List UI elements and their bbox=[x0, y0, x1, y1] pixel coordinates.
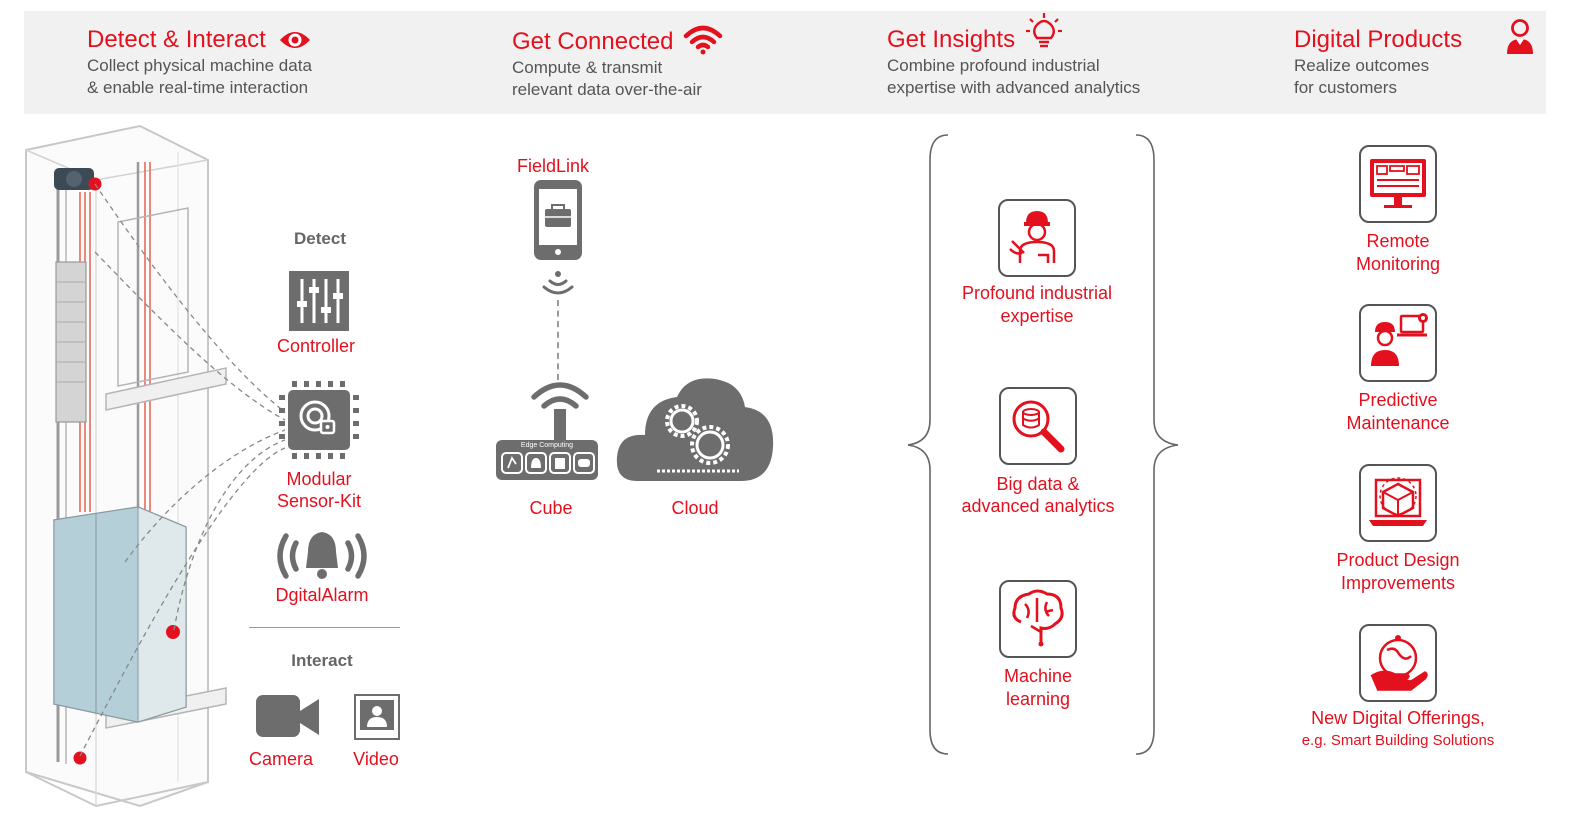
section-subtitle-detect-2: & enable real-time interaction bbox=[87, 78, 309, 97]
digital-offerings-label-2: e.g. Smart Building Solutions bbox=[1301, 732, 1495, 749]
predictive-maintenance-icon bbox=[1359, 304, 1437, 382]
section-title-get-connected: Get Connected bbox=[512, 28, 674, 55]
digital-alarm-label: DgitalAlarm bbox=[275, 585, 369, 605]
lightbulb-icon bbox=[1024, 12, 1064, 57]
eye-icon bbox=[278, 28, 312, 57]
header-band bbox=[24, 11, 1546, 114]
section-subtitle-products-1: Realize outcomes bbox=[1294, 56, 1430, 75]
product-design-label-1: Product Design bbox=[1336, 550, 1460, 570]
video-icon bbox=[354, 694, 400, 745]
section-title-get-insights: Get Insights bbox=[887, 26, 1016, 53]
section-subtitle-detect-1: Collect physical machine data bbox=[87, 56, 312, 75]
cube-wifi-icon bbox=[531, 379, 589, 446]
phone-cube-dashed-link bbox=[557, 300, 559, 380]
remote-monitoring-icon bbox=[1359, 145, 1437, 223]
big-data-label-1: Big data & bbox=[996, 474, 1080, 494]
fieldlink-label: FieldLink bbox=[516, 156, 590, 176]
big-data-label-2: advanced analytics bbox=[961, 496, 1115, 516]
big-data-magnifier-icon bbox=[999, 387, 1077, 465]
camera-icon bbox=[256, 693, 320, 746]
sensor-kit-label-2: Sensor-Kit bbox=[276, 491, 362, 511]
remote-monitoring-label-1: Remote bbox=[1366, 231, 1430, 251]
sensor-kit-label-1: Modular bbox=[286, 469, 352, 489]
section-subtitle-products-2: for customers bbox=[1294, 78, 1397, 97]
wifi-icon bbox=[683, 25, 723, 59]
interact-heading: Interact bbox=[291, 651, 353, 670]
machine-learning-label-2: learning bbox=[1005, 689, 1071, 709]
section-subtitle-connect-2: relevant data over-the-air bbox=[512, 80, 702, 99]
digital-offerings-hand-globe-icon bbox=[1359, 624, 1437, 702]
detect-interact-divider bbox=[249, 627, 400, 628]
cube-label: Cube bbox=[529, 498, 573, 518]
cube-device-text: Edge Computing bbox=[520, 442, 574, 449]
predictive-maintenance-label-2: Maintenance bbox=[1346, 413, 1450, 433]
machine-learning-label-1: Machine bbox=[1003, 666, 1073, 686]
phone-signal-icon bbox=[539, 270, 577, 303]
cube-device-icon: Edge Computing bbox=[496, 440, 598, 487]
section-title-digital-products: Digital Products bbox=[1294, 26, 1463, 53]
video-label: Video bbox=[353, 749, 399, 769]
section-subtitle-insights-2: expertise with advanced analytics bbox=[887, 78, 1141, 97]
detect-heading: Detect bbox=[294, 229, 346, 248]
insights-curly-braces bbox=[907, 134, 1179, 755]
machine-learning-brain-icon bbox=[999, 580, 1077, 658]
cloud-gears-icon bbox=[615, 375, 775, 488]
remote-monitoring-label-2: Monitoring bbox=[1355, 254, 1441, 274]
camera-label: Camera bbox=[248, 749, 314, 769]
section-subtitle-connect-1: Compute & transmit bbox=[512, 58, 663, 77]
elevator-shaft-illustration bbox=[18, 122, 298, 817]
section-title-detect-interact: Detect & Interact bbox=[87, 26, 266, 53]
industrial-expertise-label-2: expertise bbox=[1000, 306, 1074, 326]
sensor-kit-icon bbox=[279, 381, 359, 464]
person-icon bbox=[1503, 18, 1537, 61]
controller-icon bbox=[289, 271, 349, 336]
industrial-expertise-label-1: Profound industrial bbox=[961, 283, 1113, 303]
product-design-icon bbox=[1359, 464, 1437, 542]
predictive-maintenance-label-1: Predictive bbox=[1358, 390, 1438, 410]
industrial-expertise-icon bbox=[998, 199, 1076, 277]
fieldlink-phone-icon bbox=[533, 179, 583, 266]
product-design-label-2: Improvements bbox=[1340, 573, 1456, 593]
digital-offerings-label-1: New Digital Offerings, bbox=[1311, 708, 1485, 728]
section-subtitle-insights-1: Combine profound industrial bbox=[887, 56, 1100, 75]
digital-alarm-bell-icon bbox=[276, 530, 368, 587]
cloud-label: Cloud bbox=[671, 498, 719, 518]
controller-label: Controller bbox=[276, 336, 356, 356]
